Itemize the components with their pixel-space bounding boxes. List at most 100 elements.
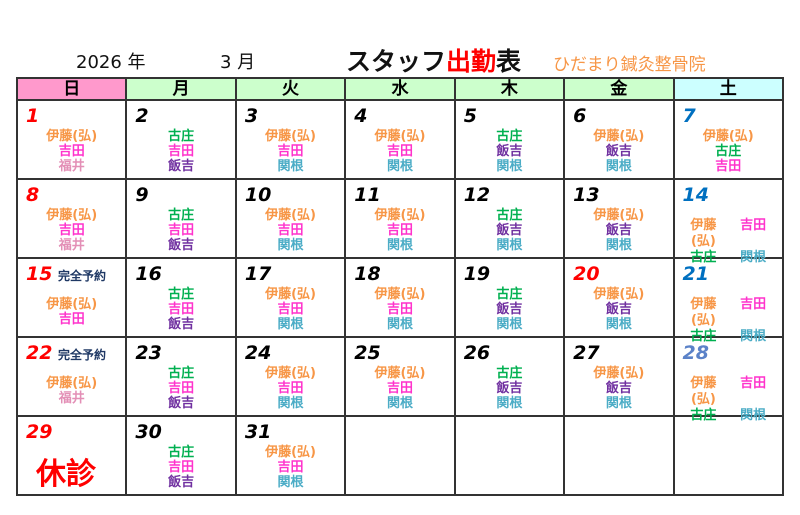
- staff-name: 福井: [58, 391, 85, 406]
- staff-name: 古庄: [715, 144, 742, 159]
- staff-list: 古庄飯吉関根: [456, 208, 563, 253]
- page-title: スタッフ出勤表: [346, 42, 521, 78]
- staff-name: 伊藤(弘): [690, 297, 717, 328]
- staff-list: 古庄吉田飯吉: [127, 208, 234, 253]
- month-label: 3 月: [220, 52, 256, 73]
- staff-name: 伊藤(弘): [265, 287, 316, 302]
- weekday-header: 水: [344, 77, 456, 101]
- day-number: 12: [463, 184, 491, 206]
- staff-name: 飯吉: [168, 475, 195, 490]
- staff-name: 関根: [386, 317, 413, 332]
- staff-name: 吉田: [168, 381, 195, 396]
- staff-name: 関根: [277, 396, 304, 411]
- weekday-header-row: 日月火水木金土: [15, 77, 785, 101]
- day-number: 28: [682, 342, 709, 364]
- staff-list: 古庄吉田飯吉: [127, 129, 234, 174]
- staff-list: 古庄吉田飯吉: [127, 445, 234, 490]
- clinic-name: ひだまり鍼灸整骨院: [553, 55, 706, 75]
- day-number: 30: [135, 421, 162, 443]
- staff-name: 関根: [605, 396, 632, 411]
- staff-name: 古庄: [168, 445, 195, 460]
- staff-name: 飯吉: [496, 144, 523, 159]
- staff-list: 伊藤(弘)吉田関根: [237, 366, 344, 411]
- calendar-day-cell: [563, 415, 675, 496]
- staff-list: 伊藤(弘)飯吉関根: [565, 287, 672, 332]
- staff-name: 古庄: [496, 366, 523, 381]
- staff-list: 伊藤(弘)吉田: [18, 297, 125, 327]
- staff-list: 伊藤(弘)吉田関根: [237, 129, 344, 174]
- day-number: 20: [573, 263, 600, 285]
- staff-name: 飯吉: [168, 159, 195, 174]
- day-number: 13: [573, 184, 600, 206]
- staff-list: 伊藤(弘)吉田関根: [237, 208, 344, 253]
- staff-name: 伊藤(弘): [374, 208, 426, 223]
- staff-list: 伊藤(弘)古庄吉田: [675, 129, 782, 174]
- staff-name: 吉田: [715, 159, 742, 174]
- reservation-note: 完全予約: [58, 348, 107, 362]
- day-number: 19: [463, 263, 491, 285]
- staff-name: 吉田: [740, 218, 767, 233]
- staff-name: 伊藤(弘): [265, 366, 316, 381]
- staff-list: 伊藤(弘)吉田福井: [18, 208, 125, 253]
- day-number: 3: [244, 105, 259, 127]
- staff-name: 伊藤(弘): [593, 208, 645, 223]
- staff-name: 吉田: [386, 381, 413, 396]
- staff-name: 伊藤(弘): [265, 208, 316, 223]
- day-number: 27: [573, 342, 600, 364]
- staff-name: 伊藤(弘): [265, 445, 316, 460]
- staff-name: 古庄: [496, 287, 523, 302]
- staff-name: 伊藤(弘): [374, 366, 426, 381]
- staff-name: 吉田: [168, 223, 195, 238]
- staff-name: 古庄: [496, 129, 523, 144]
- staff-name: 飯吉: [168, 238, 195, 253]
- staff-name: 関根: [496, 238, 523, 253]
- staff-name: 飯吉: [496, 302, 523, 317]
- day-number: 18: [354, 263, 381, 285]
- day-number: 16: [135, 263, 162, 285]
- day-number: 6: [573, 105, 587, 127]
- staff-name: 伊藤(弘): [46, 129, 98, 144]
- day-number: 8: [26, 184, 40, 206]
- day-number: 5: [463, 105, 477, 127]
- staff-name: 関根: [277, 238, 304, 253]
- staff-name: 関根: [605, 317, 632, 332]
- staff-name: 伊藤(弘): [265, 129, 316, 144]
- staff-name: 関根: [277, 475, 304, 490]
- staff-name: 飯吉: [496, 223, 523, 238]
- staff-name: 古庄: [168, 129, 195, 144]
- day-number: 29: [26, 421, 53, 443]
- day-number: 7: [682, 105, 696, 127]
- staff-name: 古庄: [168, 208, 195, 223]
- staff-name: 関根: [496, 159, 523, 174]
- weekday-header: 土: [672, 77, 785, 101]
- staff-list: 伊藤(弘)福井: [18, 376, 125, 406]
- weekday-header: 日: [15, 77, 128, 101]
- weekday-header: 火: [234, 77, 347, 101]
- staff-name: 飯吉: [605, 223, 632, 238]
- calendar-day-cell: [453, 415, 566, 496]
- staff-name: 関根: [386, 159, 413, 174]
- staff-name: 吉田: [58, 223, 85, 238]
- weekday-header: 金: [563, 77, 675, 101]
- staff-name: 関根: [277, 317, 304, 332]
- calendar-day-cell: [344, 415, 456, 496]
- day-number: 2: [135, 105, 149, 127]
- staff-name: 伊藤(弘): [702, 129, 754, 144]
- day-number: 31: [244, 421, 272, 443]
- day-number: 9: [135, 184, 149, 206]
- staff-name: 飯吉: [605, 302, 632, 317]
